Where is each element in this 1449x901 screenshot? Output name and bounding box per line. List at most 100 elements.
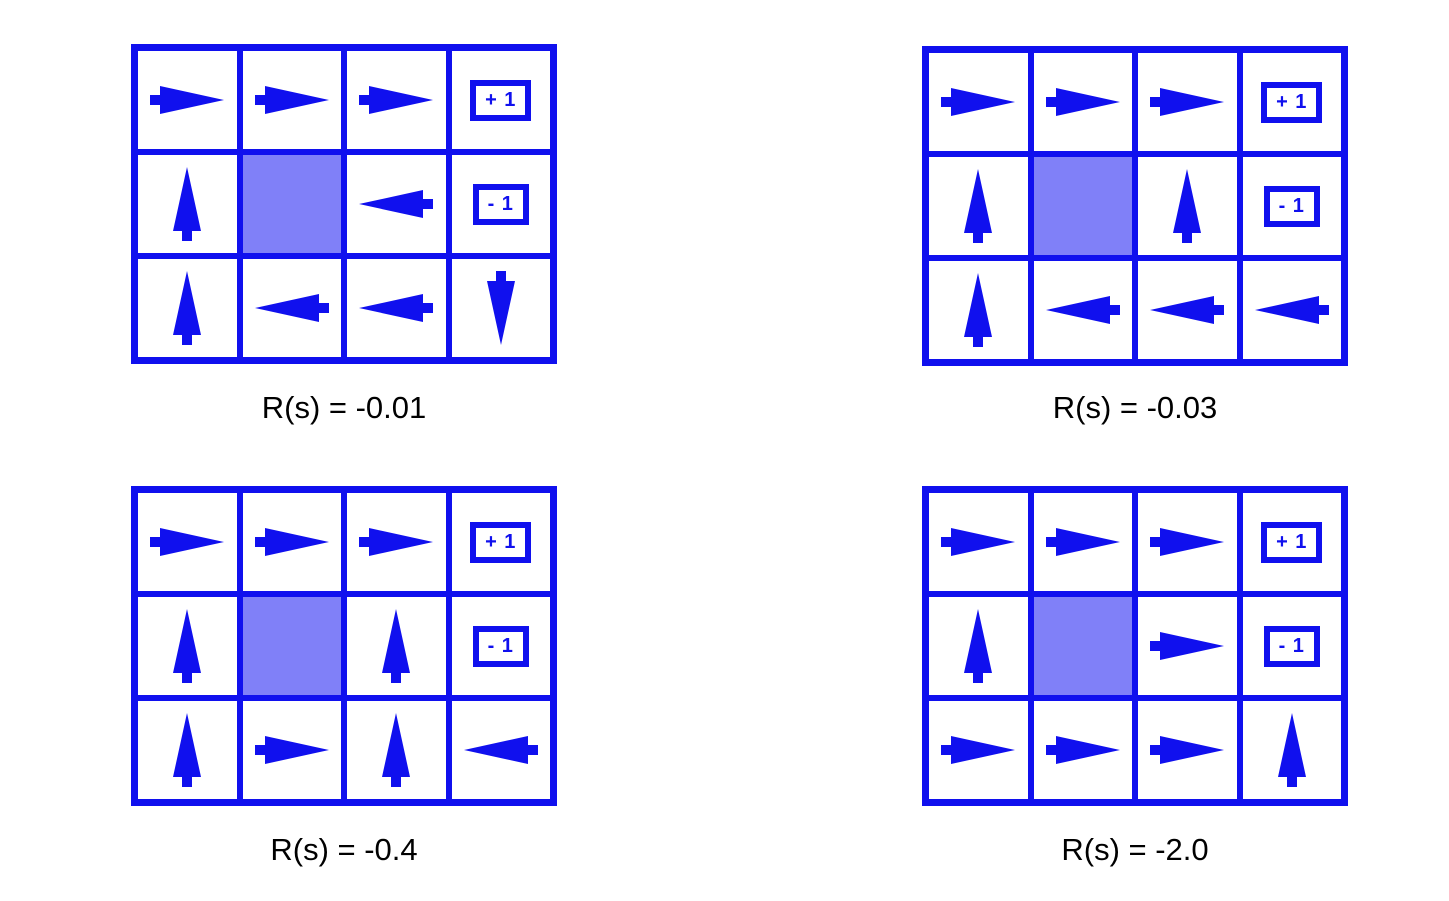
grid-cell-action[interactable] xyxy=(138,155,237,253)
arrow-up-icon xyxy=(961,609,995,683)
grid-cell-terminal[interactable]: + 1 xyxy=(1242,53,1341,151)
grid-cell-action[interactable] xyxy=(1033,701,1132,799)
arrow-right-icon xyxy=(1150,733,1225,767)
grid-cell-action[interactable] xyxy=(347,493,446,591)
negative-reward-badge: - 1 xyxy=(1263,625,1320,667)
arrow-right-icon xyxy=(150,83,225,117)
arrow-up-icon xyxy=(961,273,995,347)
arrow-right-icon xyxy=(1045,733,1120,767)
arrow-right-icon xyxy=(941,525,1016,559)
arrow-left-icon xyxy=(1254,293,1329,327)
grid-cell-action[interactable] xyxy=(347,259,446,357)
grid-cell-action[interactable] xyxy=(138,259,237,357)
grid-cell-action[interactable] xyxy=(929,493,1028,591)
grid-cell-action[interactable] xyxy=(1138,157,1237,255)
grid-cell-terminal[interactable]: - 1 xyxy=(1242,597,1341,695)
arrow-left-icon xyxy=(1150,293,1225,327)
grid-cell-action[interactable] xyxy=(451,701,550,799)
grid-cell-action[interactable] xyxy=(1138,701,1237,799)
policy-grid: + 1 - 1 xyxy=(131,486,557,806)
arrow-up-icon xyxy=(379,609,413,683)
policy-grid: + 1 - 1 xyxy=(922,486,1348,806)
grid-cell-action[interactable] xyxy=(1138,597,1237,695)
arrow-left-icon xyxy=(359,187,434,221)
grid-cell-action[interactable] xyxy=(1138,493,1237,591)
grid-cell-terminal[interactable]: - 1 xyxy=(1242,157,1341,255)
arrow-right-icon xyxy=(1150,629,1225,663)
grid-cell-action[interactable] xyxy=(1033,493,1132,591)
positive-reward-badge: + 1 xyxy=(470,521,532,563)
arrow-up-icon xyxy=(1275,713,1309,787)
grid-cell-action[interactable] xyxy=(347,701,446,799)
arrow-up-icon xyxy=(170,609,204,683)
arrow-right-icon xyxy=(359,83,434,117)
arrow-left-icon xyxy=(1045,293,1120,327)
grid-cell-wall[interactable] xyxy=(1033,597,1132,695)
grid-cell-action[interactable] xyxy=(138,51,237,149)
grid-cell-terminal[interactable]: - 1 xyxy=(451,155,550,253)
arrow-up-icon xyxy=(170,713,204,787)
arrow-right-icon xyxy=(941,733,1016,767)
arrow-left-icon xyxy=(254,291,329,325)
grid-cell-wall[interactable] xyxy=(242,155,341,253)
arrow-right-icon xyxy=(1045,85,1120,119)
grid-cell-action[interactable] xyxy=(929,157,1028,255)
negative-reward-badge: - 1 xyxy=(1263,185,1320,227)
arrow-right-icon xyxy=(254,733,329,767)
grid-cell-action[interactable] xyxy=(929,261,1028,359)
arrow-right-icon xyxy=(1150,525,1225,559)
arrow-right-icon xyxy=(1150,85,1225,119)
grid-cell-wall[interactable] xyxy=(1033,157,1132,255)
grid-cell-action[interactable] xyxy=(242,493,341,591)
positive-reward-badge: + 1 xyxy=(1261,521,1323,563)
grid-cell-action[interactable] xyxy=(347,155,446,253)
grid-cell-terminal[interactable]: - 1 xyxy=(451,597,550,695)
grid-cell-wall[interactable] xyxy=(242,597,341,695)
grid-cell-action[interactable] xyxy=(1033,261,1132,359)
arrow-right-icon xyxy=(941,85,1016,119)
panel-top-left: + 1 - 1 xyxy=(131,44,557,364)
grid-cell-action[interactable] xyxy=(929,53,1028,151)
grid-cell-action[interactable] xyxy=(242,259,341,357)
grid-cell-terminal[interactable]: + 1 xyxy=(1242,493,1341,591)
grid-cell-terminal[interactable]: + 1 xyxy=(451,51,550,149)
arrow-down-icon xyxy=(484,271,518,345)
arrow-right-icon xyxy=(254,83,329,117)
negative-reward-badge: - 1 xyxy=(472,625,529,667)
arrow-right-icon xyxy=(359,525,434,559)
grid-cell-action[interactable] xyxy=(1138,53,1237,151)
arrow-right-icon xyxy=(1045,525,1120,559)
arrow-left-icon xyxy=(359,291,434,325)
arrow-up-icon xyxy=(170,167,204,241)
arrow-right-icon xyxy=(254,525,329,559)
arrow-right-icon xyxy=(150,525,225,559)
panel-caption: R(s) = -0.4 xyxy=(270,832,418,867)
policy-grid: + 1 - 1 xyxy=(131,44,557,364)
grid-cell-action[interactable] xyxy=(1242,261,1341,359)
grid-cell-action[interactable] xyxy=(138,597,237,695)
grid-cell-action[interactable] xyxy=(347,51,446,149)
panel-caption: R(s) = -0.03 xyxy=(1052,390,1218,425)
grid-cell-action[interactable] xyxy=(138,701,237,799)
positive-reward-badge: + 1 xyxy=(1261,81,1323,123)
arrow-left-icon xyxy=(463,733,538,767)
arrow-up-icon xyxy=(379,713,413,787)
arrow-up-icon xyxy=(961,169,995,243)
grid-cell-action[interactable] xyxy=(138,493,237,591)
grid-cell-action[interactable] xyxy=(242,51,341,149)
grid-cell-action[interactable] xyxy=(242,701,341,799)
grid-cell-action[interactable] xyxy=(451,259,550,357)
grid-cell-action[interactable] xyxy=(929,597,1028,695)
positive-reward-badge: + 1 xyxy=(470,79,532,121)
panel-bottom-left: + 1 - 1 xyxy=(131,486,557,806)
grid-cell-action[interactable] xyxy=(1242,701,1341,799)
grid-cell-action[interactable] xyxy=(1138,261,1237,359)
grid-cell-action[interactable] xyxy=(929,701,1028,799)
panel-bottom-right: + 1 - 1 xyxy=(922,486,1348,806)
grid-cell-terminal[interactable]: + 1 xyxy=(451,493,550,591)
grid-cell-action[interactable] xyxy=(347,597,446,695)
panel-top-right: + 1 - 1 xyxy=(922,46,1348,366)
grid-cell-action[interactable] xyxy=(1033,53,1132,151)
negative-reward-badge: - 1 xyxy=(472,183,529,225)
